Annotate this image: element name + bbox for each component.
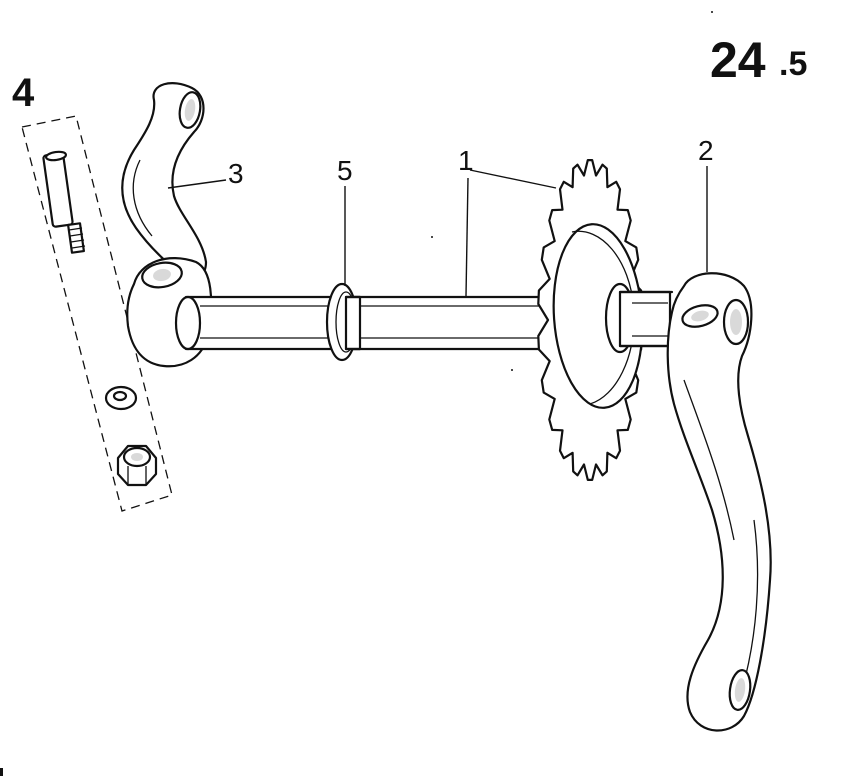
page-number: 24 .5	[710, 32, 807, 88]
pin-part	[42, 150, 86, 254]
hardware-kit-box	[21, 115, 173, 512]
left-crank-arm	[121, 82, 213, 368]
shaft-washer	[325, 282, 362, 362]
small-washer-part	[104, 385, 138, 411]
callout-2: 2	[698, 135, 714, 166]
callout-3: 3	[228, 158, 244, 189]
callout-5: 5	[337, 155, 353, 186]
right-crank-arm	[666, 272, 772, 732]
callout-1: 1	[458, 145, 474, 176]
page-number-sub: .5	[779, 45, 807, 83]
nut-part	[116, 444, 158, 487]
callout-4: 4	[12, 71, 35, 115]
shaft	[174, 295, 560, 351]
page-number-main: 24	[710, 32, 766, 88]
sprocket	[537, 159, 674, 481]
